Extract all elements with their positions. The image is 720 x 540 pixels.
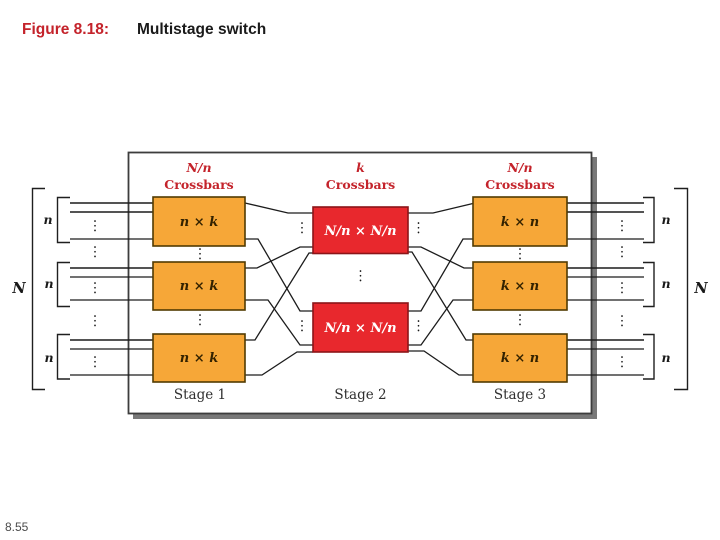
stage1-caption: Stage 1 [174,387,226,403]
stage1-count-header: N/n [185,160,211,175]
slide-number: 8.55 [5,520,29,534]
left-total-label: N [11,280,26,297]
output-brackets [643,196,655,380]
stage3-count-header: N/n [506,160,532,175]
input-group-label-3: n [44,350,53,365]
stage2-crossbar-2 [312,302,409,353]
stage1-crossbar-1 [152,196,246,247]
stage1-crossbar-3 [152,333,246,383]
output-group-label-1: n [661,212,670,227]
stage1-crossbar-2 [152,261,246,311]
figure-title: Multistage switch [137,21,266,38]
stage2-to-stage3-links [408,202,476,376]
ellipsis-dots [94,220,623,368]
stage1-crossbars-header: Crossbars [164,177,233,192]
stage3-crossbar-1-label: k × n [501,215,539,230]
stage2-crossbars-header: Crossbars [326,177,395,192]
input-group-label-1: n [43,212,52,227]
stage3-crossbar-2-label: k × n [501,279,539,294]
figure-number-label: Figure 8.18: [22,21,109,38]
stage2-crossbar-2-label: N/n × N/n [323,321,396,336]
stage3-crossbars: k × n k × n k × n [472,196,568,383]
stage2-count-header: k [356,160,365,175]
right-total-bracket [674,187,689,391]
output-lines [567,202,644,376]
left-total-bracket [31,187,45,391]
stage2-crossbar-1-label: N/n × N/n [323,224,396,239]
input-brackets [56,196,70,380]
output-group-label-2: n [661,276,670,291]
stage1-crossbar-2-label: n × k [180,279,218,294]
stage3-crossbar-2 [472,261,568,311]
stage1-crossbar-1-label: n × k [180,215,218,230]
stage1-crossbar-3-label: n × k [180,351,218,366]
output-group-label-3: n [661,350,670,365]
input-group-label-2: n [44,276,53,291]
stage2-crossbar-1 [312,206,409,255]
stage3-crossbar-3 [472,333,568,383]
right-total-label: N [693,280,708,297]
stage2-crossbars: N/n × N/n N/n × N/n [312,206,409,353]
stage3-crossbar-1 [472,196,568,247]
stage3-crossbars-header: Crossbars [485,177,554,192]
stage1-crossbars: n × k n × k n × k [152,196,246,383]
stage3-crossbar-3-label: k × n [501,351,539,366]
stage1-to-stage2-links [244,202,313,376]
input-lines [70,202,153,376]
stage3-caption: Stage 3 [494,387,546,403]
stage2-caption: Stage 2 [334,387,386,403]
